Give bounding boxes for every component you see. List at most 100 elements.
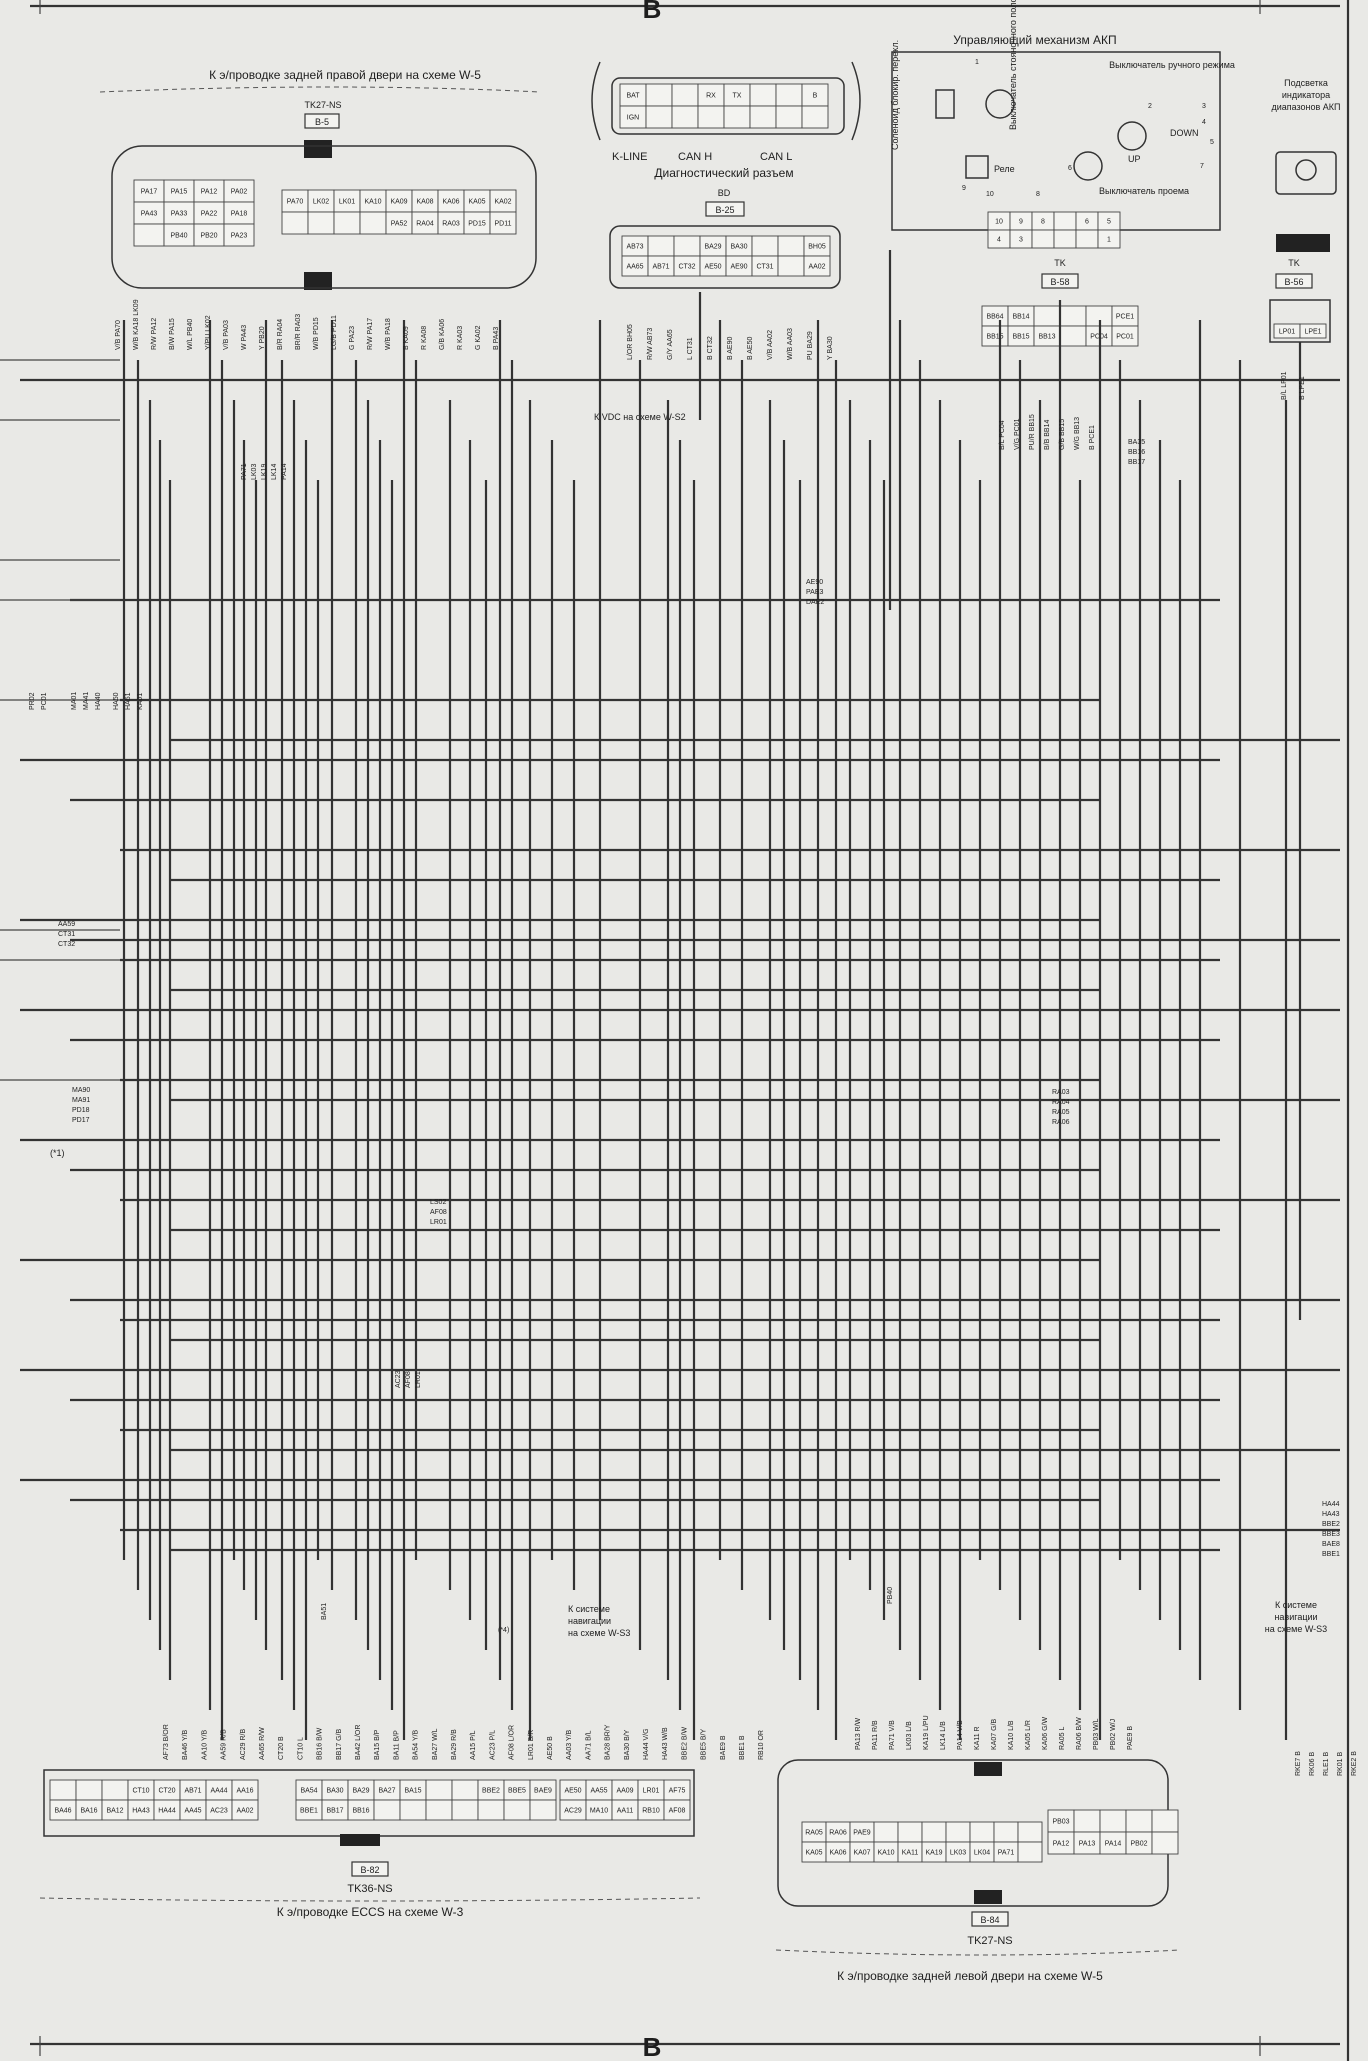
rl-nav-wire-label: RKE2 B xyxy=(1351,1751,1358,1776)
canl-label: CAN L xyxy=(760,151,792,163)
eccs-pin-label: AC23 xyxy=(210,1808,228,1815)
vert-bundle-label: AF08 xyxy=(405,1371,412,1388)
atm-terminal-number: 3 xyxy=(1202,103,1206,110)
atm-cell xyxy=(1053,211,1077,231)
right-bundle-label: RA05 xyxy=(1052,1109,1070,1116)
farright-bundle-label: HA44 xyxy=(1322,1501,1340,1508)
eccs-wire-label: AC23 P/L xyxy=(489,1730,496,1760)
rear-left-door-connector-tag: B-84 xyxy=(980,1915,999,1925)
eccs-pin-label: BBE1 xyxy=(300,1808,318,1815)
rr-wire-label: V/B PA03 xyxy=(223,320,230,350)
eccs-wire-label: BBE2 B/W xyxy=(681,1727,688,1760)
eccs-cell xyxy=(451,1779,479,1801)
rl-cell xyxy=(897,1821,923,1843)
atm-terminal-number: 10 xyxy=(986,191,994,198)
rear-right-door-connector-tag: B-5 xyxy=(315,117,329,127)
eccs-wire-label: AA03 Y/B xyxy=(566,1729,573,1760)
eccs-pin-label: AA16 xyxy=(236,1788,253,1795)
bd-wire-label: W/B AA03 xyxy=(787,328,794,360)
eccs-wire-label: AF08 L/OR xyxy=(509,1725,516,1760)
rl-wire-label: KA11 R xyxy=(974,1726,981,1750)
rr-pin-label: KA05 xyxy=(468,199,485,206)
atm-terminal-number: 2 xyxy=(1148,103,1152,110)
eccs-nav-note-1: К системе xyxy=(568,1604,610,1614)
bd-cell xyxy=(647,235,675,257)
range-light-block: Подсветка индикатора диапазонов АКП TK B… xyxy=(1269,78,1341,343)
rl-wire-label: LK14 L/B xyxy=(940,1721,947,1750)
atm-cell xyxy=(1059,305,1087,327)
rl-wire-label: KA06 G/W xyxy=(1042,1717,1049,1750)
rr-pin-label: PA22 xyxy=(201,211,218,218)
atm-overdrive-label: Выключатель проема xyxy=(1099,186,1189,196)
atm-terminal-number: 1 xyxy=(975,59,979,66)
rl-cell xyxy=(921,1821,947,1843)
rr-wire-label: G/B KA06 xyxy=(439,319,446,350)
rl-cell xyxy=(1099,1809,1127,1833)
bd-cell xyxy=(777,255,805,277)
rr-wire-label: W/B PA18 xyxy=(385,318,392,350)
left5-bundle-label: PD17 xyxy=(72,1117,90,1124)
diag-pin-label: IGN xyxy=(627,115,639,122)
rr-wire-label: B PA43 xyxy=(493,327,500,350)
eccs-pin-label: AE50 xyxy=(564,1788,581,1795)
rr-cell xyxy=(489,211,517,235)
atm-pin-label: 1 xyxy=(1107,237,1111,244)
eccs-wire-label: BA15 B/P xyxy=(374,1729,381,1760)
eccs-pin-label: BA15 xyxy=(404,1788,421,1795)
eccs-wire-label: BA42 L/OR xyxy=(355,1725,362,1760)
bd-pin-label: AB71 xyxy=(652,264,669,271)
diag-bundle-label: AE90 xyxy=(806,579,823,586)
atm-solenoid-label: Соленоид блокир. перекл. xyxy=(890,40,900,150)
rr-pin-label: RA04 xyxy=(416,221,434,228)
range-light-title-2: индикатора xyxy=(1282,90,1330,100)
eccs-pin-label: BA16 xyxy=(80,1808,97,1815)
eccs-wire-label: AC29 R/B xyxy=(240,1729,247,1760)
range-wire-label: B LPE1 xyxy=(1299,376,1306,400)
rl-pin-label: PAE9 xyxy=(853,1830,870,1837)
rr-pin-label: PA02 xyxy=(231,189,248,196)
rr-pin-label: LK02 xyxy=(313,199,329,206)
atm-bundle-label: BB17 xyxy=(1128,459,1145,466)
eccs-cell xyxy=(101,1779,129,1801)
diag-cell xyxy=(775,105,803,129)
bd-wire-label: B AE90 xyxy=(727,337,734,360)
left4-bundle-label: AA59 xyxy=(58,921,75,928)
rr-pin-label: PA23 xyxy=(231,233,248,240)
eccs-pin-label: BA27 xyxy=(378,1788,395,1795)
atm-park-switch-label: Выключатель стояночного положения xyxy=(1008,0,1018,130)
atm-terminal-number: 6 xyxy=(1068,165,1072,172)
eccs-wire-label: CT10 L xyxy=(297,1737,304,1760)
eccs-wire-label: BA54 Y/B xyxy=(413,1729,420,1760)
eccs-cell xyxy=(425,1799,453,1821)
atm-pin-label: BB14 xyxy=(1012,314,1029,321)
atm-pin-label: PC01 xyxy=(1116,334,1134,341)
rl-pin-label: PA13 xyxy=(1079,1841,1096,1848)
eccs-wire-label: HA43 W/B xyxy=(662,1727,669,1760)
eccs-cell xyxy=(451,1799,479,1821)
eccs-cell xyxy=(373,1799,401,1821)
rr-pin-label: PD15 xyxy=(468,221,486,228)
rear-right-door-connector-name: TK27-NS xyxy=(304,100,341,110)
diag-cell xyxy=(723,105,751,129)
farright-bundle-label: BAE8 xyxy=(1322,1541,1340,1548)
vert-bundle-label: AC23 xyxy=(395,1370,402,1388)
rl-pin-label: PA12 xyxy=(1053,1841,1070,1848)
diag-pin-label: BAT xyxy=(626,93,640,100)
eccs-pin-label: AB71 xyxy=(184,1788,201,1795)
rl-wire-label: KA05 L/R xyxy=(1025,1720,1032,1750)
eccs-pin-label: MA10 xyxy=(590,1808,608,1815)
atm-bundle-label: BB16 xyxy=(1128,449,1145,456)
rl-pin-label: KA19 xyxy=(925,1850,942,1857)
rr-wire-label: R/W PA17 xyxy=(367,318,374,350)
left4-bundle-label: CT31 xyxy=(58,931,75,938)
bd-pin-label: BA30 xyxy=(730,244,747,251)
section-marker-top: B xyxy=(643,0,662,24)
eccs-wire-label: RB10 OR xyxy=(758,1730,765,1760)
rr-pin-label: KA09 xyxy=(390,199,407,206)
rl-wire-label: KA19 L/PU xyxy=(923,1715,930,1750)
rl-wire-label: KA10 L/B xyxy=(1008,1720,1015,1750)
rl-cell xyxy=(969,1821,995,1843)
